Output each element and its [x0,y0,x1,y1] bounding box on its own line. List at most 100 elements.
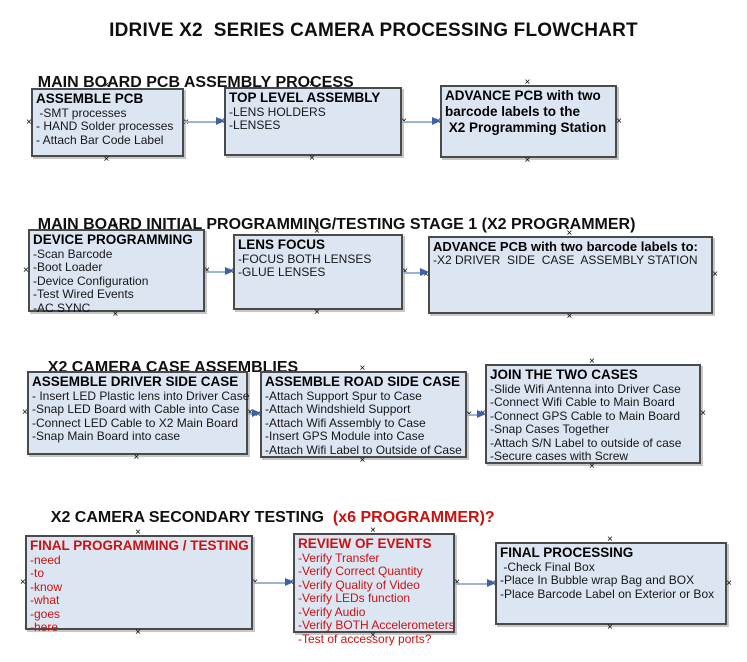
box-line: -Attach Wifi Assembly to Case [265,415,426,430]
connection-point-icon: × [309,79,315,90]
connection-point-icon: × [103,80,110,91]
connection-point-icon: × [133,452,140,463]
connection-point-icon: × [247,408,253,418]
flow-arrow-8 [455,579,496,588]
box-line: -Snap LED Board with Cable into Case [32,402,240,417]
box-line: - Insert LED Plastic lens into Driver Ca… [32,388,250,403]
connection-point-icon: × [23,264,29,276]
arrowhead-icon [487,579,496,587]
connection-point-icon: × [112,309,119,320]
flow-box-assemble-pcb: ASSEMBLE PCB -SMT processes- HAND Solder… [26,81,189,165]
connection-point-icon: × [135,627,141,638]
box-line: -Secure cases with Screw [490,449,629,464]
box-title: ASSEMBLE DRIVER SIDE CASE [32,374,239,389]
box-items: -SMT processes- HAND Solder processes- A… [36,105,179,148]
connection-point-icon: × [370,525,376,536]
box-items: -Scan Barcode-Boot Loader-Device Configu… [33,246,200,316]
connection-point-icon: × [135,527,141,538]
box-line: ADVANCE PCB with two [445,88,601,103]
box-line: -Place In Bubble wrap Bag and BOX [500,573,695,588]
box-line: -what [30,593,60,608]
connection-point-icon: × [700,408,706,419]
arrow-line [402,121,434,123]
connection-point-icon: × [589,356,595,367]
arrow-line [253,582,287,584]
arrow-line [403,272,422,274]
section-heading-initial-programming: MAIN BOARD INITIAL PROGRAMMING/TESTING S… [20,198,636,252]
box-line: -LENS HOLDERS [229,104,326,119]
box-title: TOP LEVEL ASSEMBLY [229,90,381,105]
box-line: -Attach S/N Label to outside of case [490,435,682,450]
flow-arrow-4 [403,268,429,277]
arrowhead-icon [216,117,225,125]
box-title: REVIEW OF EVENTS [298,536,432,551]
box-line: -Verify Quality of Video [298,577,420,592]
box-title: LENS FOCUS [238,237,326,252]
box-line: -LENSES [229,118,281,133]
connection-point-icon: × [566,311,573,322]
box-line: -here [30,620,59,635]
flow-box-final-programming-testing: FINAL PROGRAMMING / TESTING -need-to-kno… [20,528,258,638]
connection-point-icon: × [726,577,732,589]
connection-point-icon: × [566,228,573,239]
box-line: -Verify Transfer [298,550,380,565]
box-line: -Scan Barcode [33,246,113,261]
arrow-line [205,271,227,273]
box-items: -X2 DRIVER SIDE CASE ASSEMBLY STATION [433,254,708,268]
box-line: X2 Programming Station [445,119,607,135]
box-items: -Verify Transfer-Verify Correct Quantity… [298,550,455,647]
box-line: -know [30,579,63,594]
box-line: - Attach Bar Code Label [36,132,164,147]
section-heading-text: MAIN BOARD PCB ASSEMBLY PROCESS [37,74,354,91]
box-line: -goes [30,606,61,621]
section-heading-text: X2 CAMERA SECONDARY TESTING [50,509,333,526]
box-line: -Boot Loader [33,260,103,275]
box-line: -GLUE LENSES [238,265,326,280]
box-line: -Attach Support Spur to Case [265,388,422,403]
connection-point-icon: × [22,407,28,418]
flow-arrow-1 [184,117,225,126]
box-line: -to [30,566,45,581]
box-items: -LENS HOLDERS-LENSES [229,104,397,133]
box-line: -FOCUS BOTH LENSES [238,251,372,266]
connection-point-icon: × [309,153,315,164]
box-line: -SMT processes [36,105,127,120]
box-line: -Test Wired Events [33,287,134,302]
connection-point-icon: × [712,269,718,280]
flow-arrow-7 [253,578,294,587]
box-items: -FOCUS BOTH LENSES-GLUE LENSES [238,251,398,280]
flow-arrow-5 [248,409,261,418]
arrowhead-icon [252,409,261,417]
box-items: - Insert LED Plastic lens into Driver Ca… [32,388,250,444]
box-line: -Device Configuration [33,273,149,288]
flow-box-join-the-two-cases: JOIN THE TWO CASES -Slide Wifi Antenna i… [480,357,706,472]
box-title: ASSEMBLE PCB [36,91,144,106]
connection-point-icon: × [314,226,320,237]
box-title: FINAL PROCESSING [500,545,634,560]
flow-box-assemble-driver-side-case: ASSEMBLE DRIVER SIDE CASE - Insert LED P… [22,364,253,463]
connection-point-icon: × [112,221,119,232]
flow-arrow-6 [467,410,486,419]
connection-point-icon: × [314,307,320,318]
box-items: -Attach Support Spur to Case-Attach Wind… [265,388,462,458]
box-line: -Verify BOTH Accelerometers [298,618,455,633]
flow-arrow-2 [402,117,441,126]
box-title: ADVANCE PCB with two barcode labels to: [433,239,698,254]
flow-box-assemble-road-side-case: ASSEMBLE ROAD SIDE CASE -Attach Support … [255,364,472,466]
arrowhead-icon [225,267,234,275]
box-line: -Test of accessory ports? [298,631,432,646]
arrow-line [248,413,254,415]
connection-point-icon: × [616,115,622,127]
section-heading-secondary-testing: X2 CAMERA SECONDARY TESTING (x6 PROGRAMM… [33,491,495,545]
box-title: DEVICE PROGRAMMING [33,232,193,247]
box-line: - HAND Solder processes [36,119,174,134]
box-line: -Verify Audio [298,604,366,619]
connection-point-icon: × [204,264,210,276]
arrow-line [455,583,489,585]
box-title: ASSEMBLE ROAD SIDE CASE [265,374,461,389]
box-line: -AC SYNC [33,300,91,315]
connection-point-icon: × [402,267,408,277]
box-line: -Verify Correct Quantity [298,564,423,579]
